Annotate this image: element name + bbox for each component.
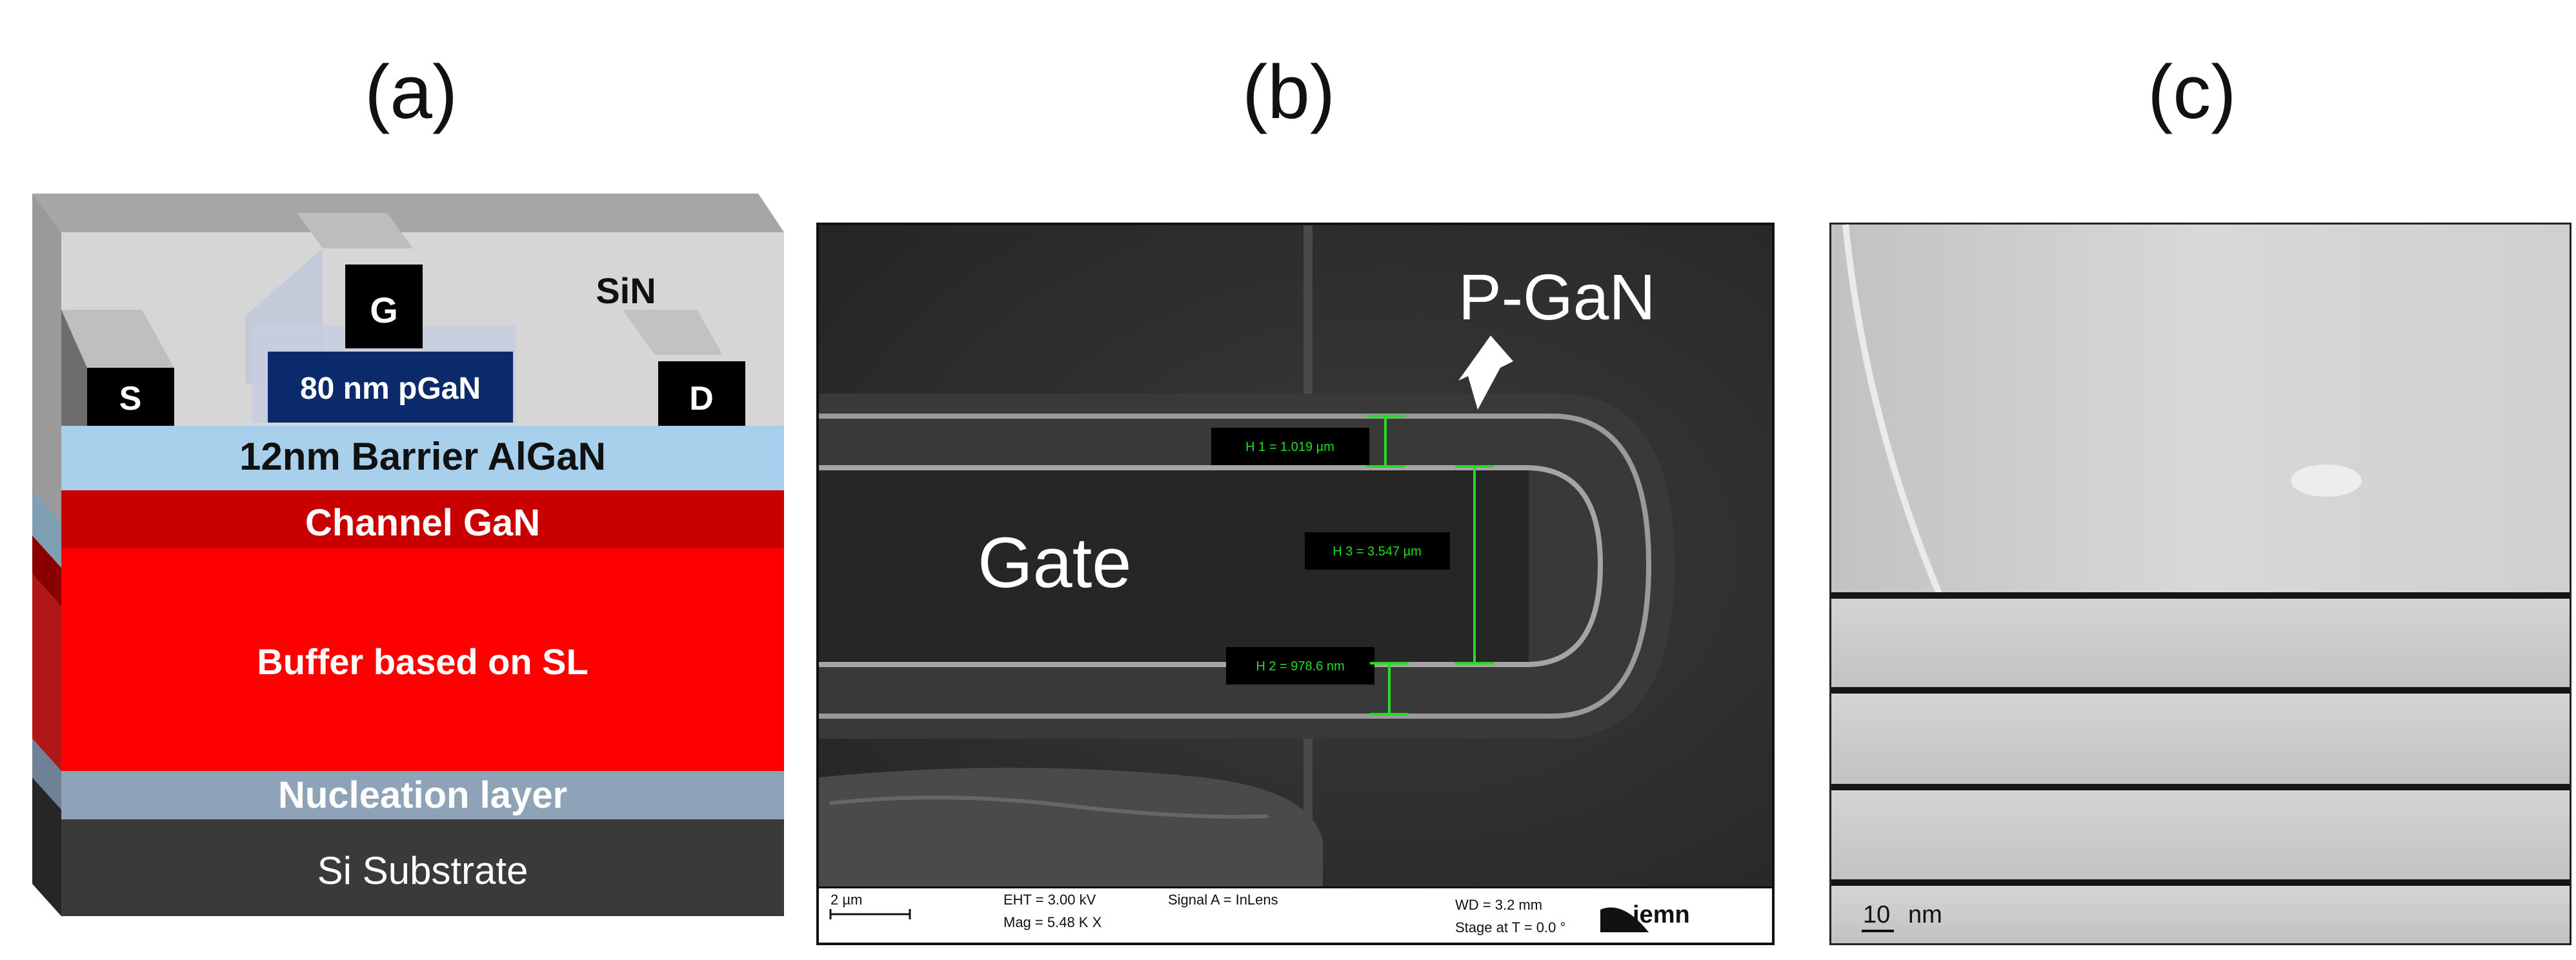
panel-label-c: (c) [2148, 50, 2237, 135]
sem-wd: WD = 3.2 mm [1455, 897, 1542, 913]
substrate-label: Si Substrate [317, 849, 528, 892]
barrier-layer [61, 426, 784, 477]
svg-text:H 2 = 978.6 nm: H 2 = 978.6 nm [1256, 659, 1344, 674]
tem-grain-boundary [1842, 224, 1942, 595]
measurement-h3: H 3 = 3.547 µm [1305, 465, 1494, 665]
iemn-logo-mark [1600, 907, 1649, 932]
sem-image: H 1 = 1.019 µm H 3 = 3.547 µm H 2 = 978.… [816, 223, 1775, 945]
sem-stage: Stage at T = 0.0 ° [1455, 919, 1565, 935]
sem-scalebar-label: 2 µm [830, 892, 862, 908]
gate-finger-outline [819, 414, 1652, 719]
panel-label-a: (a) [365, 50, 458, 135]
pgan-layer [268, 352, 513, 423]
left-side-substrate [32, 777, 61, 916]
gate-finger-outline-inner [819, 465, 1604, 667]
channel-label: Channel GaN [305, 502, 540, 544]
gate-label: G [370, 290, 398, 330]
left-side-barrier [32, 490, 61, 568]
measurement-h2: H 2 = 978.6 nm [1226, 647, 1409, 715]
source-top [61, 310, 174, 368]
tem-scalebar-value: 10 [1863, 901, 1890, 928]
tem-bright-spot [2291, 465, 2362, 497]
left-side-buffer [32, 574, 61, 771]
buffer-label: Buffer based on SL [257, 641, 588, 682]
buffer-layer [61, 548, 784, 771]
source-contact [87, 368, 174, 426]
source-label: S [119, 380, 142, 417]
sin-label: SiN [596, 270, 656, 311]
nucleation-label: Nucleation layer [278, 774, 567, 816]
nucleation-layer [61, 771, 784, 819]
iemn-logo: iemn [1633, 901, 1690, 928]
drain-contact [658, 361, 745, 426]
gate-contact [345, 265, 423, 348]
tem-dark-line-4 [1831, 879, 2570, 886]
tem-band-2 [1831, 692, 2570, 789]
tem-band-4 [1831, 886, 2570, 943]
pgan-label: 80 nm pGaN [300, 372, 481, 406]
tem-dark-line-3 [1831, 784, 2570, 790]
tem-scalebar-unit: nm [1908, 901, 1942, 928]
barrier-label: 12nm Barrier AlGaN [239, 435, 606, 478]
sem-eht: EHT = 3.00 kV [1003, 892, 1096, 908]
pgan-pillar-top [297, 213, 413, 248]
tem-dark-line-1 [1831, 592, 2570, 599]
drain-label: D [689, 380, 714, 417]
sin-top-face [32, 194, 784, 232]
left-side-sin [32, 194, 61, 523]
tem-band-3 [1831, 789, 2570, 886]
svg-text:H 1 = 1.019 µm: H 1 = 1.019 µm [1245, 440, 1334, 454]
measurement-h1: H 1 = 1.019 µm [1211, 415, 1405, 468]
tem-dark-line-2 [1831, 687, 2570, 694]
panel-label-b: (b) [1242, 50, 1336, 135]
sem-mag: Mag = 5.48 K X [1003, 914, 1102, 930]
substrate-layer [61, 819, 784, 916]
drain-top [623, 310, 723, 355]
tem-image: 10 nm [1829, 223, 2571, 945]
tem-top-region [1831, 225, 2570, 595]
channel-layer [61, 490, 784, 548]
pgan-region-label: P-GaN [1458, 261, 1656, 334]
sem-signal: Signal A = InLens [1168, 892, 1278, 908]
tem-band-1 [1831, 595, 2570, 692]
hemt-layer-stack: SiN G 80 nm pGaN S D 12nm Barrier AlGaN … [32, 194, 784, 916]
left-side-channel [32, 535, 61, 606]
left-side-nucleation [32, 739, 61, 810]
gate-region-label: Gate [978, 523, 1131, 603]
svg-text:H 3 = 3.547 µm: H 3 = 3.547 µm [1333, 545, 1422, 559]
bottom-rough-region [819, 768, 1323, 886]
bottom-rough-texture [829, 795, 1269, 819]
pgan-arrow [1458, 335, 1513, 410]
